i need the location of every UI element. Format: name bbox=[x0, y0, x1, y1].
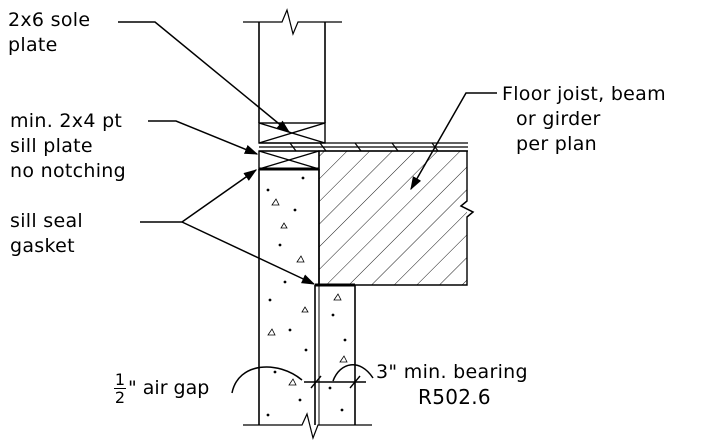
sole-plate-line-1: 2x6 sole bbox=[8, 9, 91, 31]
sill-seal-gaskets bbox=[259, 167, 355, 287]
air-gap-fraction: 1 2 bbox=[114, 371, 126, 406]
bearing-label: 3" min. bearing R502.6 bbox=[376, 360, 528, 410]
floor-joist-label: Floor joist, beam or girder per plan bbox=[502, 82, 666, 157]
fraction-denominator: 2 bbox=[114, 387, 126, 407]
sill-plate-label: min. 2x4 pt sill plate no notching bbox=[10, 109, 126, 184]
sole-plate-line-2: plate bbox=[8, 34, 58, 56]
sill-plate-line-2: sill plate bbox=[10, 135, 93, 157]
dimension-marks bbox=[304, 375, 366, 389]
upper-stud-wall bbox=[243, 8, 342, 123]
sill-plate bbox=[258, 150, 320, 170]
sole-plate-label: 2x6 sole plate bbox=[8, 8, 90, 58]
floor-joist bbox=[318, 150, 475, 286]
leader-lines bbox=[118, 21, 497, 394]
floor-joist-line-2: or girder bbox=[516, 108, 601, 130]
sole-plate-leader bbox=[118, 21, 291, 133]
floor-joist-line-3: per plan bbox=[516, 133, 598, 155]
concrete-stipple bbox=[266, 176, 348, 417]
air-gap-leader bbox=[231, 366, 303, 394]
fraction-numerator: 1 bbox=[114, 369, 126, 389]
sill-seal-line-1: sill seal bbox=[10, 210, 83, 232]
sill-seal-line-2: gasket bbox=[10, 235, 75, 257]
sill-plate-line-1: min. 2x4 pt bbox=[10, 110, 123, 132]
bearing-leader bbox=[332, 364, 374, 382]
floor-joist-leader bbox=[410, 92, 497, 191]
fraction-bar bbox=[114, 387, 126, 389]
code-reference: R502.6 bbox=[418, 385, 491, 409]
sill-seal-label: sill seal gasket bbox=[10, 209, 83, 259]
sole-plate bbox=[258, 122, 326, 144]
air-gap-label: 1 2 " air gap bbox=[114, 368, 209, 408]
sill-plate-line-3: no notching bbox=[10, 160, 126, 182]
sill-plate-leader bbox=[148, 120, 259, 155]
bearing-text: 3" min. bearing bbox=[376, 361, 528, 383]
sill-seal-leader-1 bbox=[140, 169, 258, 223]
air-gap-text: " air gap bbox=[128, 377, 210, 399]
sill-seal-leader-2 bbox=[181, 221, 316, 285]
floor-joist-line-1: Floor joist, beam bbox=[502, 83, 666, 105]
